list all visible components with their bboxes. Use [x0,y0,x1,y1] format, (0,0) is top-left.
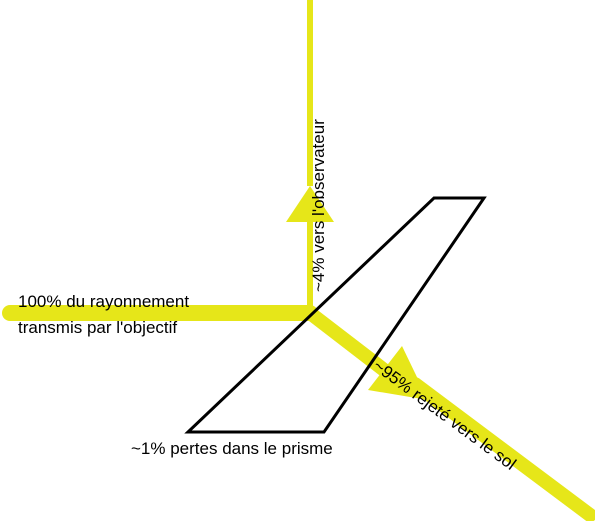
rejected-beam-exit [408,377,595,521]
rejected-label: ~95% rejeté vers le sol [370,356,520,474]
observer-label: ~4% vers l'observateur [309,119,328,292]
incoming-label-line1: 100% du rayonnement [18,292,189,311]
rejected-beam-shaft [305,307,393,379]
losses-label: ~1% pertes dans le prisme [131,439,333,458]
incoming-label-line2: transmis par l'objectif [18,318,177,337]
prism-outline [184,196,487,434]
observer-beam-arrowhead [286,186,334,222]
